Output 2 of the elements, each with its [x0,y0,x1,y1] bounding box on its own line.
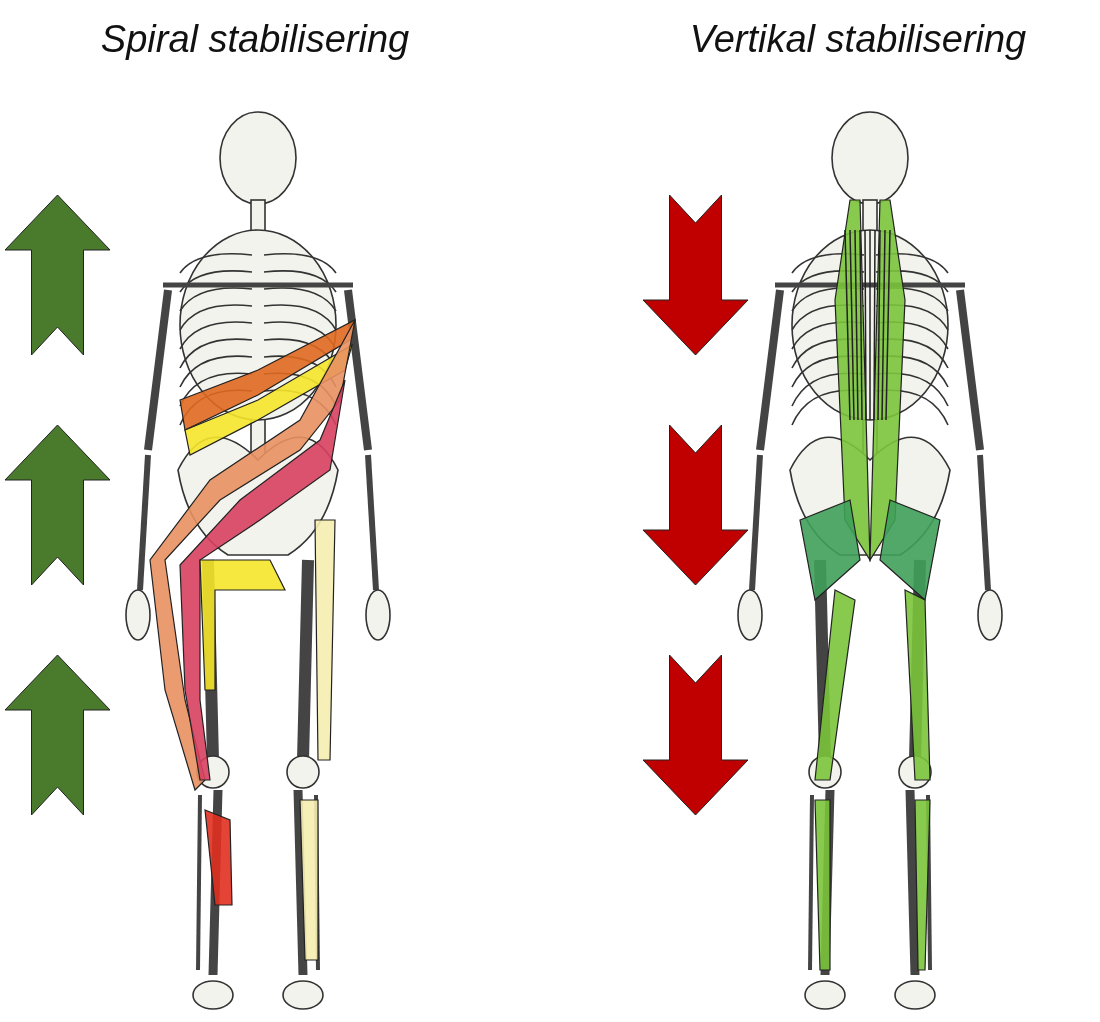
panel-title: Vertikal stabilisering [689,18,1027,61]
panel-title: Spiral stabilisering [100,18,410,61]
